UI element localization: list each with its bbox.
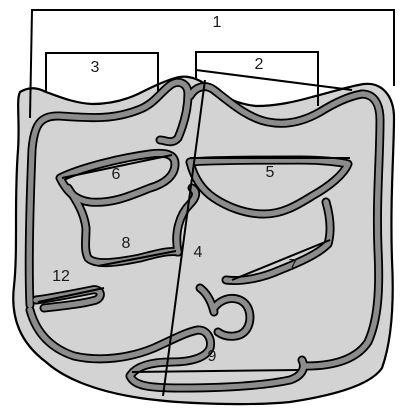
label-7: 7 bbox=[289, 257, 298, 274]
label-3: 3 bbox=[91, 59, 100, 76]
label-9: 9 bbox=[208, 348, 217, 365]
label-1: 1 bbox=[213, 14, 222, 31]
tooth-shapes bbox=[13, 10, 394, 404]
label-8: 8 bbox=[122, 235, 131, 252]
measure-3-bracket bbox=[46, 53, 158, 92]
label-2: 2 bbox=[255, 56, 264, 73]
label-5: 5 bbox=[266, 164, 275, 181]
label-12: 12 bbox=[52, 268, 70, 285]
label-6: 6 bbox=[112, 166, 121, 183]
label-4: 4 bbox=[194, 244, 203, 261]
measure-2-diagonal bbox=[196, 70, 352, 90]
